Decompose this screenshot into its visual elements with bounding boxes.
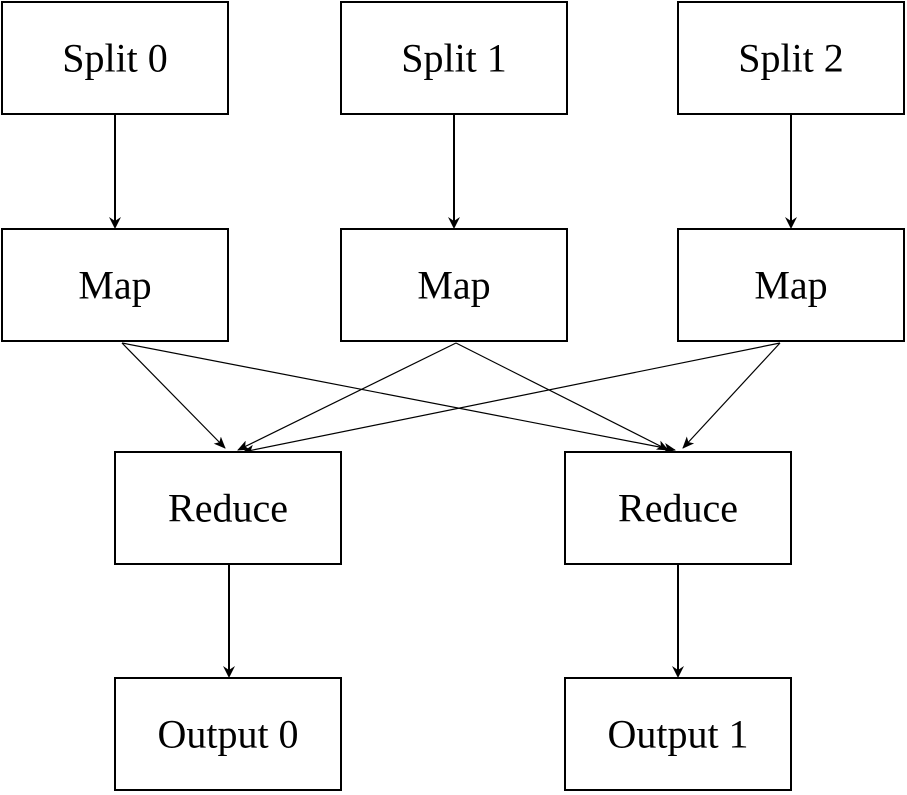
arrow-map2-to-reduce1 [682, 342, 781, 449]
reduce1-label: Reduce [618, 486, 738, 531]
split0-label: Split 0 [62, 36, 168, 81]
map2-box [677, 228, 905, 342]
node-output0: Output 0 [114, 677, 342, 791]
node-map0: Map [1, 228, 229, 342]
map1-label: Map [417, 263, 490, 308]
map2-label: Map [754, 263, 827, 308]
map1-box [340, 228, 568, 342]
split0-box [1, 1, 229, 115]
split1-box [340, 1, 568, 115]
reduce0-box [114, 451, 342, 565]
reduce0-label: Reduce [168, 486, 288, 531]
arrow-map2-to-reduce0 [242, 342, 781, 455]
split2-box [677, 1, 905, 115]
edges-layer [109, 114, 797, 678]
reduce1-box [564, 451, 792, 565]
arrow-map1-to-reduce0 [237, 342, 457, 451]
output1-box [564, 677, 792, 791]
output1-label: Output 1 [607, 712, 748, 757]
node-map2: Map [677, 228, 905, 342]
map0-box [1, 228, 229, 342]
node-split0: Split 0 [1, 1, 229, 115]
split2-label: Split 2 [738, 36, 844, 81]
node-reduce1: Reduce [564, 451, 792, 565]
output0-box [114, 677, 342, 791]
output0-label: Output 0 [157, 712, 298, 757]
node-reduce0: Reduce [114, 451, 342, 565]
node-split1: Split 1 [340, 1, 568, 115]
arrow-map0-to-reduce0 [121, 342, 226, 449]
node-map1: Map [340, 228, 568, 342]
map0-label: Map [78, 263, 151, 308]
node-output1: Output 1 [564, 677, 792, 791]
arrow-map0-to-reduce1 [121, 342, 676, 453]
node-split2: Split 2 [677, 1, 905, 115]
arrow-map1-to-reduce1 [455, 342, 669, 451]
split1-label: Split 1 [401, 36, 507, 81]
